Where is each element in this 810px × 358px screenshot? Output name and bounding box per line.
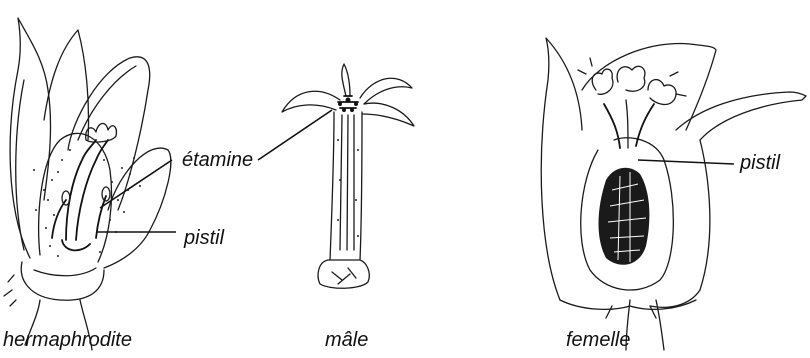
caption-hermaphrodite: hermaphrodite [3, 330, 132, 350]
stamen-leader-line [258, 110, 332, 160]
stamen-label: étamine [182, 150, 253, 170]
caption-male: mâle [325, 330, 368, 350]
female-flower-drawing [541, 38, 806, 350]
pistil-label-left: pistil [184, 228, 224, 248]
pistil-label-right: pistil [740, 153, 780, 173]
caption-female: femelle [566, 330, 630, 350]
pistil-right-leader-line [638, 160, 734, 164]
male-flower-drawing [282, 64, 414, 288]
hermaphrodite-flower-drawing [4, 18, 171, 350]
